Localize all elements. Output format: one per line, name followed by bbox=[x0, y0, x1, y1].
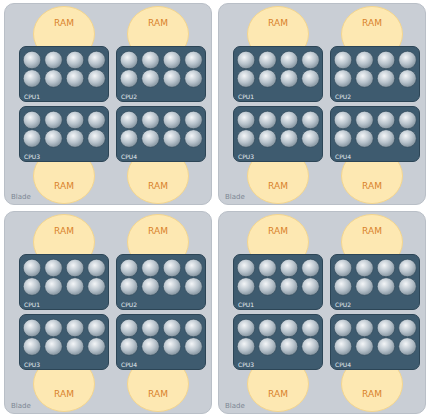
cpu-cores bbox=[234, 107, 322, 161]
blade-label: Blade bbox=[225, 193, 245, 201]
cpu-package: CPU4 bbox=[116, 106, 206, 162]
cpu-label: CPU4 bbox=[121, 361, 137, 368]
ram-label: RAM bbox=[247, 18, 309, 28]
cpu-label: CPU1 bbox=[24, 301, 40, 308]
cpu-cores bbox=[20, 255, 108, 309]
cpu-package: CPU3 bbox=[19, 106, 109, 162]
cpu-label: CPU2 bbox=[335, 93, 351, 100]
cpu-package: CPU1 bbox=[233, 254, 323, 310]
cpu-package: CPU2 bbox=[116, 46, 206, 102]
blade-panel: BladeRAMRAMCPU1CPU2CPU3CPU4RAMRAM bbox=[218, 3, 426, 205]
cpu-cores bbox=[331, 315, 419, 369]
cpu-cores bbox=[331, 107, 419, 161]
cpu-cores bbox=[331, 47, 419, 101]
cpu-cores bbox=[234, 255, 322, 309]
cpu-package: CPU4 bbox=[116, 314, 206, 370]
ram-label: RAM bbox=[247, 389, 309, 399]
cpu-package: CPU2 bbox=[116, 254, 206, 310]
ram-label: RAM bbox=[247, 226, 309, 236]
ram-label: RAM bbox=[341, 389, 403, 399]
cpu-label: CPU1 bbox=[238, 93, 254, 100]
cpu-label: CPU4 bbox=[121, 153, 137, 160]
ram-label: RAM bbox=[127, 226, 189, 236]
ram-label: RAM bbox=[33, 18, 95, 28]
ram-label: RAM bbox=[341, 181, 403, 191]
cpu-package: CPU3 bbox=[19, 314, 109, 370]
cpu-cores bbox=[117, 47, 205, 101]
cpu-package: CPU3 bbox=[233, 106, 323, 162]
cpu-label: CPU3 bbox=[24, 153, 40, 160]
cpu-package: CPU1 bbox=[19, 46, 109, 102]
cpu-package: CPU2 bbox=[330, 46, 420, 102]
cpu-cores bbox=[117, 255, 205, 309]
cpu-label: CPU2 bbox=[335, 301, 351, 308]
ram-label: RAM bbox=[127, 181, 189, 191]
cpu-label: CPU2 bbox=[121, 93, 137, 100]
ram-label: RAM bbox=[127, 389, 189, 399]
blade-label: Blade bbox=[11, 402, 31, 410]
cpu-label: CPU3 bbox=[24, 361, 40, 368]
cpu-package: CPU4 bbox=[330, 106, 420, 162]
cpu-cores bbox=[20, 47, 108, 101]
ram-label: RAM bbox=[33, 226, 95, 236]
ram-label: RAM bbox=[341, 226, 403, 236]
blade-label: Blade bbox=[11, 193, 31, 201]
ram-label: RAM bbox=[127, 18, 189, 28]
cpu-label: CPU4 bbox=[335, 153, 351, 160]
cpu-cores bbox=[331, 255, 419, 309]
cpu-cores bbox=[20, 107, 108, 161]
cpu-package: CPU1 bbox=[233, 46, 323, 102]
ram-label: RAM bbox=[33, 389, 95, 399]
cpu-label: CPU4 bbox=[335, 361, 351, 368]
cpu-label: CPU2 bbox=[121, 301, 137, 308]
cpu-cores bbox=[117, 107, 205, 161]
cpu-cores bbox=[234, 315, 322, 369]
ram-label: RAM bbox=[341, 18, 403, 28]
cpu-package: CPU2 bbox=[330, 254, 420, 310]
cpu-package: CPU3 bbox=[233, 314, 323, 370]
cpu-label: CPU1 bbox=[238, 301, 254, 308]
cpu-cores bbox=[234, 47, 322, 101]
blade-panel: BladeRAMRAMCPU1CPU2CPU3CPU4RAMRAM bbox=[4, 3, 212, 205]
blade-panel: BladeRAMRAMCPU1CPU2CPU3CPU4RAMRAM bbox=[218, 211, 426, 414]
cpu-cores bbox=[117, 315, 205, 369]
blade-panel: BladeRAMRAMCPU1CPU2CPU3CPU4RAMRAM bbox=[4, 211, 212, 414]
cpu-cores bbox=[20, 315, 108, 369]
ram-label: RAM bbox=[33, 181, 95, 191]
cpu-package: CPU1 bbox=[19, 254, 109, 310]
cpu-label: CPU1 bbox=[24, 93, 40, 100]
blade-label: Blade bbox=[225, 402, 245, 410]
ram-label: RAM bbox=[247, 181, 309, 191]
cpu-label: CPU3 bbox=[238, 361, 254, 368]
cpu-label: CPU3 bbox=[238, 153, 254, 160]
cpu-package: CPU4 bbox=[330, 314, 420, 370]
